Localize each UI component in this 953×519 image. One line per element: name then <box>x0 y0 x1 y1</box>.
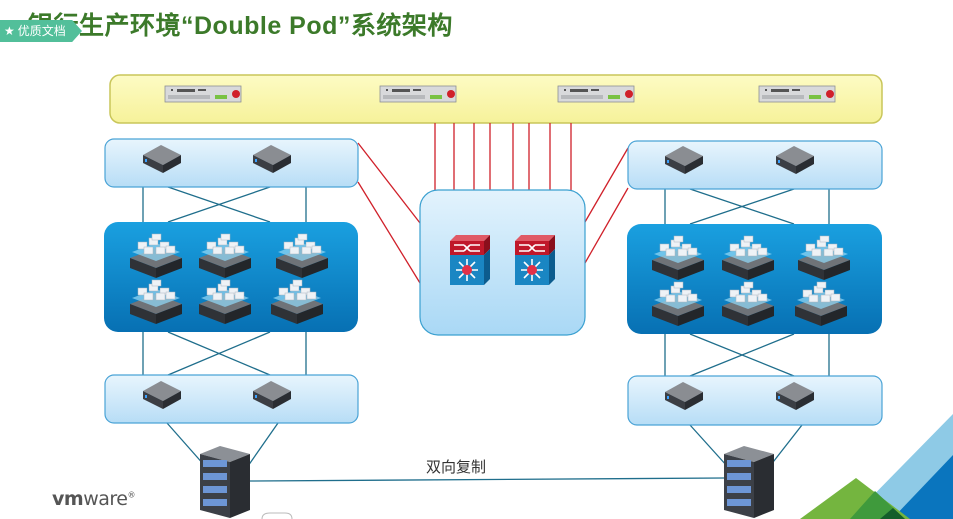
left-access-tier <box>104 374 359 424</box>
firewall-tier <box>109 74 883 124</box>
left-aggregation-tier <box>104 138 359 188</box>
core-switch <box>514 234 556 286</box>
firewall-device <box>557 85 635 103</box>
pod-links <box>142 186 830 482</box>
vmware-logo: vmware® <box>52 488 135 510</box>
badge-label: 优质文档 <box>17 24 66 38</box>
core-switch-box <box>419 189 586 336</box>
firewall-device <box>758 85 836 103</box>
core-uplinks <box>357 123 629 284</box>
logo-rest: ware <box>83 488 128 510</box>
storage-icon <box>724 446 774 518</box>
core-switch <box>449 234 491 286</box>
logo-mark: ® <box>127 490 135 500</box>
star-icon: ★ <box>4 24 15 38</box>
right-aggregation-tier <box>627 140 883 190</box>
firewall-device <box>379 85 457 103</box>
quality-doc-badge[interactable]: ★优质文档 <box>0 20 82 42</box>
logo-bold: vm <box>52 488 84 510</box>
page-title: 银行生产环境“Double Pod”系统架构 <box>28 12 453 40</box>
storage-icon <box>200 446 250 518</box>
firewall-device <box>164 85 242 103</box>
replication-label: 双向复制 <box>426 458 487 476</box>
vmware-corner-graphic <box>800 414 953 519</box>
